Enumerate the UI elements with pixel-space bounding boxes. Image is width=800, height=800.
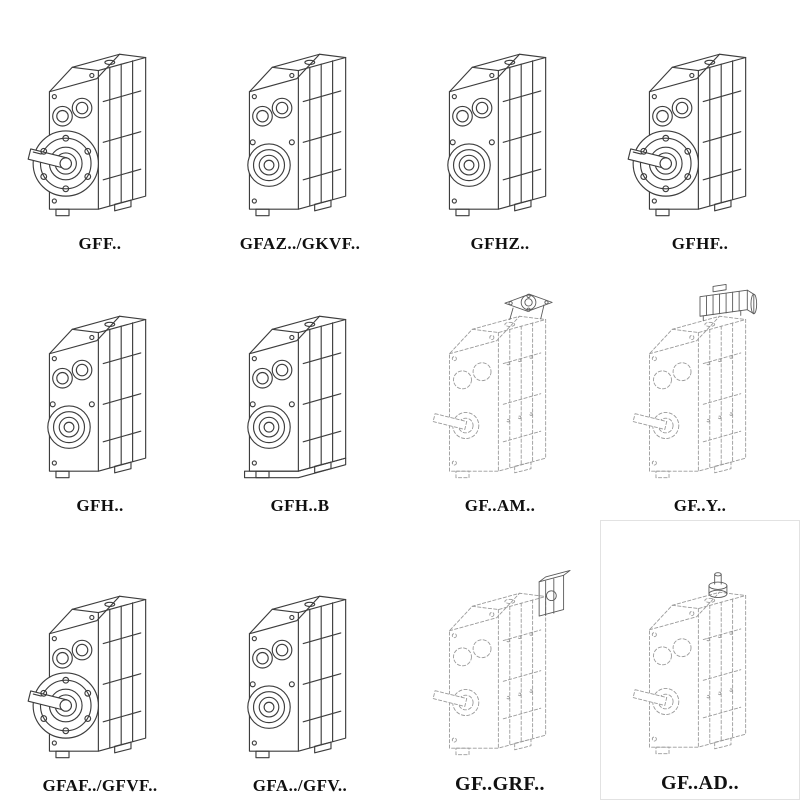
foot-mounted-gearbox-drawing <box>11 282 189 494</box>
catalog-cell-gfhf: GFHF.. <box>600 0 800 258</box>
gearbox-input-shaft-adapter-drawing <box>611 558 789 770</box>
catalog-cell-gfaf-gfvf: GFAF../GFVF.. <box>0 520 200 800</box>
catalog-cell-gfh-b: GFH..B <box>200 258 400 520</box>
model-label: GF..AM.. <box>464 496 536 515</box>
model-label: GFH.. <box>76 496 124 515</box>
model-label: GFAZ../GKVF.. <box>239 234 361 253</box>
model-label: GFHF.. <box>671 234 729 253</box>
catalog-cell-gff: GFF.. <box>0 0 200 258</box>
model-label: GFAF../GFVF.. <box>42 776 158 795</box>
flange-output-gearbox-drawing <box>11 562 189 774</box>
model-label: GF..GRF.. <box>455 773 545 795</box>
catalog-cell-gf-y: GF..Y.. <box>600 258 800 520</box>
shaft-mounted-gearbox-drawing <box>211 562 389 774</box>
catalog-cell-gf-grf: GF..GRF.. <box>400 520 600 800</box>
catalog-cell-gf-ad: GF..AD.. <box>600 520 800 800</box>
model-label: GF..AD.. <box>660 772 740 794</box>
model-label: GFF.. <box>78 234 122 253</box>
catalog-cell-gf-am: GF..AM.. <box>400 258 600 520</box>
flange-output-gearbox-drawing <box>11 20 189 232</box>
model-label: GF..Y.. <box>673 496 727 515</box>
model-label: GFH..B <box>270 496 330 515</box>
shaft-mounted-gearbox-drawing <box>411 20 589 232</box>
model-label: GFA../GFV.. <box>252 776 348 795</box>
foot-mounted-gearbox-base-drawing <box>211 282 389 494</box>
gearbox-with-motor-drawing <box>611 282 789 494</box>
shaft-mounted-gearbox-drawing <box>211 20 389 232</box>
catalog-cell-gfa-gfv: GFA../GFV.. <box>200 520 400 800</box>
catalog-cell-gfhz: GFHZ.. <box>400 0 600 258</box>
gearbox-side-adapter-drawing <box>411 559 589 771</box>
model-label: GFHZ.. <box>470 234 530 253</box>
flange-output-gearbox-drawing <box>611 20 789 232</box>
gearbox-iec-adapter-flange-drawing <box>411 282 589 494</box>
catalog-cell-gfaz-gkvf: GFAZ../GKVF.. <box>200 0 400 258</box>
catalog-cell-gfh: GFH.. <box>0 258 200 520</box>
